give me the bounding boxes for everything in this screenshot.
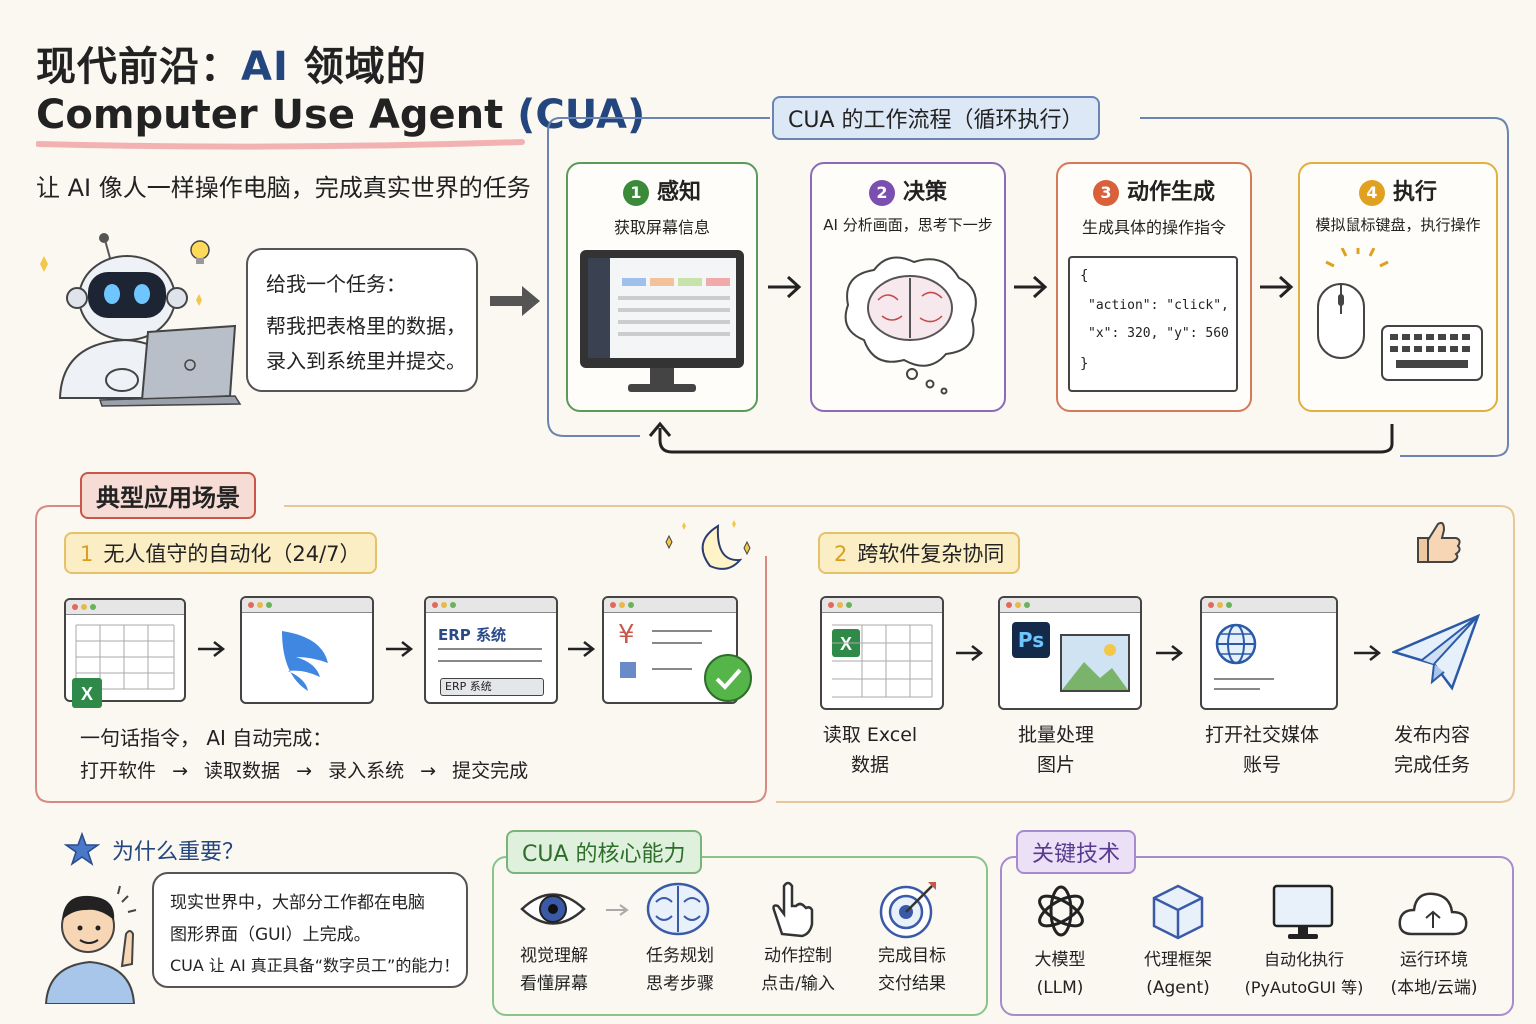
svg-text:X: X (840, 634, 852, 654)
target-icon (879, 882, 936, 939)
s2-caption-2: 批量处理图片 (1017, 724, 1094, 776)
why-speech-bubble: 现实世界中，大部分工作都在电脑 图形界面（GUI）上完成。 CUA 让 AI 真… (152, 872, 468, 988)
s2-caption-3: 打开社交媒体账号 (1204, 724, 1319, 776)
arrow-right-icon (1354, 645, 1382, 661)
table-grid: X (832, 624, 933, 698)
app-window (240, 596, 374, 704)
star-icon (64, 832, 100, 866)
tech-automation: 自动化执行(PyAutoGUI 等) (1244, 950, 1364, 997)
subtitle: 让 AI 像人一样操作电脑，完成真实世界的任务 (36, 174, 531, 202)
brain-thought-icon (844, 256, 977, 395)
workflow-title: CUA 的工作流程（循环执行） (772, 96, 1100, 140)
arrow-right-icon (1014, 275, 1048, 299)
hand-pointer-icon (772, 881, 814, 938)
arrow-right-icon (1156, 645, 1184, 661)
title-underline (36, 139, 525, 150)
openai-knot-icon (1038, 885, 1084, 937)
globe-icon (1215, 623, 1257, 665)
workflow-frame (547, 117, 1509, 457)
image-icon (1060, 634, 1130, 692)
why-title: 为什么重要？ (112, 840, 245, 865)
check-circle-icon (704, 654, 752, 702)
cloud-icon (1398, 892, 1468, 936)
table-grid (75, 624, 175, 690)
arrow-right-icon (606, 904, 629, 916)
moon-stars-icon (665, 520, 751, 570)
arrow-right-icon (1260, 275, 1294, 299)
scenario1-desc: 一句话指令， AI 自动完成： (80, 726, 333, 750)
title-ai: AI (241, 44, 289, 90)
scenarios-frame (35, 505, 1515, 803)
abilities-panel (492, 856, 988, 1016)
task-speech-bubble: 给我一个任务： 帮我把表格里的数据， 录入到系统里并提交。 (246, 248, 478, 392)
ability-action: 动作控制点击/输入 (761, 946, 835, 994)
excel-icon: X (72, 678, 102, 708)
mouse-keyboard-icon (1317, 248, 1483, 381)
excel-window: X (820, 596, 944, 710)
step-number-badge: 2 (868, 180, 895, 206)
ability-vision: 视觉理解看懂屏幕 (520, 946, 588, 994)
arrow-right-icon (490, 286, 540, 316)
social-media-window (1200, 596, 1338, 710)
yen-icon: ¥ (618, 620, 635, 650)
cube-icon (1152, 884, 1204, 940)
scenario1-flow: 打开软件 → 读取数据 → 录入系统 → 提交完成 (80, 760, 529, 782)
arrow-right-icon (956, 645, 984, 661)
svg-text:X: X (81, 684, 93, 704)
tech-panel (1000, 856, 1514, 1016)
eye-icon (520, 893, 586, 925)
tech-runtime: 运行环境(本地/云端) (1390, 950, 1478, 998)
brain-icon (646, 882, 710, 936)
monitor-icon (580, 250, 744, 392)
bird-logo-icon (282, 631, 328, 691)
s2-caption-4: 发布内容完成任务 (1393, 724, 1470, 776)
page-title-line2: Computer Use Agent (CUA) (36, 92, 646, 138)
step-number-badge: 3 (1092, 180, 1119, 206)
tech-title: 关键技术 (1016, 830, 1137, 874)
erp-window: ERP 系统 ERP 系统 (424, 596, 558, 704)
person-illustration (44, 885, 137, 1004)
monitor-icon (1272, 884, 1334, 939)
ability-goal: 完成目标交付结果 (878, 946, 946, 994)
erp-input: ERP 系统 (440, 678, 544, 696)
arrow-right-icon (768, 275, 802, 299)
thumbs-up-icon (1417, 521, 1461, 563)
title-cua: (CUA) (517, 92, 646, 138)
step-number-badge: 1 (622, 180, 649, 206)
photoshop-icon: Ps (1012, 622, 1050, 658)
erp-label: ERP 系统 (438, 626, 507, 644)
ability-planning: 任务规划思考步骤 (646, 946, 714, 994)
scenarios-title: 典型应用场景 (80, 472, 256, 519)
arrow-right-icon (386, 641, 414, 657)
abilities-title: CUA 的核心能力 (506, 830, 702, 874)
code-block: { "action": "click", "x": 320, "y": 560 … (1068, 256, 1238, 392)
paper-plane-icon (1392, 613, 1481, 691)
page-title-line1: 现代前沿：AI 领域的 (36, 44, 427, 90)
photoshop-window: Ps (998, 596, 1142, 710)
arrow-right-icon (198, 641, 226, 657)
tech-llm: 大模型(LLM) (1034, 950, 1086, 998)
robot-illustration (40, 233, 242, 407)
tech-agent: 代理框架(Agent) (1144, 950, 1212, 998)
step-number-badge: 4 (1358, 180, 1385, 206)
arrow-right-icon (568, 641, 596, 657)
